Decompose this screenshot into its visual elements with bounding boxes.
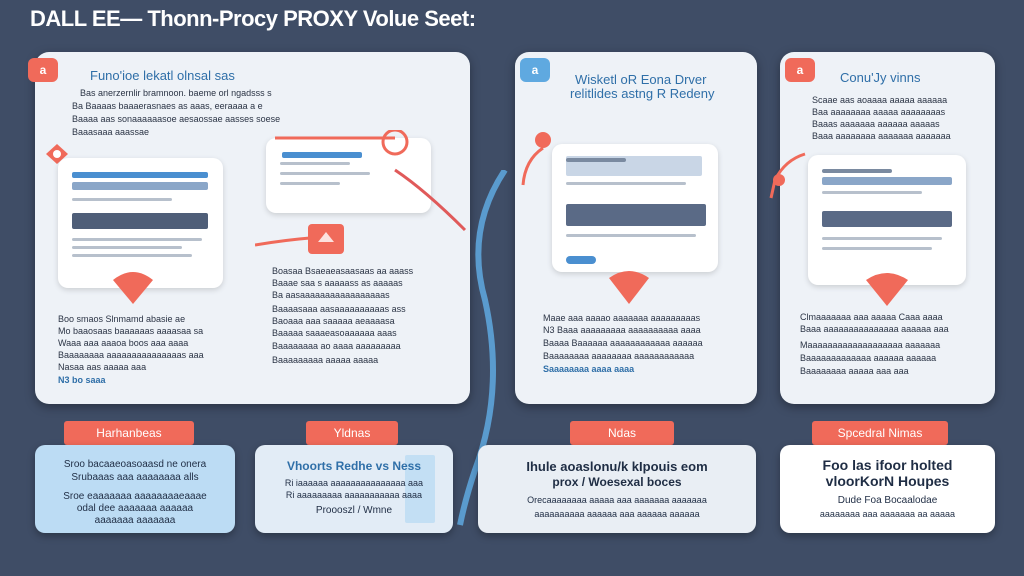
card-line: Ihule aoaslonu/k kIpouis eom bbox=[526, 459, 708, 474]
panel-2-bullet: Baaaaaaaa aaaaaaaa aaaaaaaaaaaa bbox=[543, 351, 695, 361]
panel-2-title-1: Wisketl oR Eona Drver bbox=[575, 72, 707, 87]
pin-icon bbox=[866, 273, 908, 306]
panel-3-tag: a bbox=[785, 58, 815, 82]
panel-3-bullet: Baaa aaaaaaaaaaaaaaa aaaaaa aaa bbox=[800, 324, 949, 334]
card-line: odal dee aaaaaaa aaaaaa bbox=[76, 503, 194, 514]
pin-icon bbox=[609, 271, 649, 304]
panel-1-mid-bullet: Boasaa Bsaeaeasaasaas aa aaass bbox=[272, 266, 414, 276]
panel-1-bullet: Nasaa aas aaaaa aaa bbox=[58, 362, 147, 372]
card-line: aaaaaaaaaa aaaaaa aaa aaaaaa aaaaaa bbox=[534, 509, 700, 519]
pin-icon bbox=[113, 272, 153, 304]
card-line: Ri iaaaaaa aaaaaaaaaaaaaaa aaa bbox=[284, 478, 424, 488]
card-line: Foo las ifoor holted bbox=[822, 457, 953, 473]
panel-3-bullet: Baaaaaaaa aaaaa aaa aaa bbox=[800, 366, 909, 376]
ribbon-label: Ndas bbox=[570, 421, 674, 445]
arrow-connector bbox=[255, 130, 467, 247]
panel-1-tag: a bbox=[28, 58, 58, 82]
card-line: aaaaaaaa aaa aaaaaaa aa aaaaa bbox=[819, 509, 956, 519]
panel-2-bullet: N3 Baaa aaaaaaaaa aaaaaaaaaa aaaa bbox=[543, 325, 701, 335]
panel-1-bullet: Ba Baaaas baaaerasnaes as aaas, eeraaaa … bbox=[72, 101, 263, 111]
panel-1-mid-bullet: Baaaaaaaa ao aaaa aaaaaaaaa bbox=[272, 341, 401, 351]
panel-3-bullet: Baa aaaaaaaa aaaaa aaaaaaaas bbox=[812, 107, 946, 117]
tag-icon bbox=[308, 224, 344, 254]
panel-2-bullet: Baaaa Baaaaaa aaaaaaaaaaaa aaaaaa bbox=[543, 338, 703, 348]
card-line: Ri aaaaaaaaa aaaaaaaaaaa aaaa bbox=[285, 490, 423, 500]
panel-1-mid-bullet: Ba aasaaaaaaaaaaaaaaaaas bbox=[272, 290, 390, 300]
ribbon-label: Harhanbeas bbox=[64, 421, 194, 445]
screen-mockup bbox=[552, 144, 718, 272]
panel-2-title-2: relitlides astng R Redeny bbox=[570, 86, 715, 101]
panel-3-bullet: Clmaaaaaaa aaa aaaaa Caaa aaaa bbox=[800, 312, 943, 322]
card-line: Orecaaaaaaaa aaaaa aaa aaaaaaa aaaaaaa bbox=[527, 495, 707, 505]
card-line: vloorKorN Houpes bbox=[825, 473, 950, 489]
panel-1-bullet: Mo baaosaas baaaaaas aaaasaa sa bbox=[58, 326, 204, 336]
card-line: Proooszl / Wmne bbox=[315, 505, 393, 516]
panel-3-title: Conu'Jy vinns bbox=[840, 70, 921, 85]
info-card-4: Foo las ifoor holted vloorKorN Houpes Du… bbox=[780, 445, 995, 533]
flow-line bbox=[457, 170, 508, 526]
panel-3-bullet: Baaas aaaaaaa aaaaaa aaaaas bbox=[812, 119, 940, 129]
screen-mockup bbox=[808, 155, 966, 285]
panel-2-bullet: Maae aaa aaaao aaaaaaa aaaaaaaaas bbox=[543, 313, 701, 323]
info-card-1: Sroo bacaaeoasoaasd ne onera Srubaaas aa… bbox=[35, 445, 235, 533]
ribbon-label: Spcedral Nimas bbox=[812, 421, 948, 445]
page-title: DALL EE— Thonn-Procy PROXY Volue Seet: bbox=[30, 6, 476, 31]
panel-1-bullet: N3 bo saaa bbox=[58, 375, 106, 385]
panel-1-mid-bullet: Baaaaa saaaeasoaaaaaa aaas bbox=[272, 328, 397, 338]
panel-3-bullet: Maaaaaaaaaaaaaaaaaaa aaaaaaa bbox=[800, 340, 941, 350]
card-line: Sroe eaaaaaaa aaaaaaaaeaaae bbox=[63, 491, 207, 502]
card-line: Dude Foa Bocaalodae bbox=[837, 495, 938, 506]
panel-1-bullet: Baaaa aas sonaaaaaasoe aesaossae aasses … bbox=[72, 114, 281, 124]
panel-1-mid-bullet: Baaae saa s aaaaass as aaaaas bbox=[272, 278, 403, 288]
panel-1-bullet: Boo smaos Slnmamd abasie ae bbox=[58, 314, 186, 324]
panel-1-title: Funo'ioe lekatl olnsal sas bbox=[90, 68, 235, 83]
panel-1-bullet: Baaaaaaaa aaaaaaaaaaaaaaas aaa bbox=[58, 350, 204, 360]
panel-1-bullet: Baaasaaa aaassae bbox=[72, 127, 150, 137]
card-line: Sroo bacaaeoasoaasd ne onera bbox=[63, 459, 207, 470]
panel-1-mid-bullet: Baaaasaaa aasaaaaaaaaaas ass bbox=[272, 304, 406, 314]
card-line: aaaaaaa aaaaaaa bbox=[94, 515, 176, 526]
panel-2-bullet: Saaaaaaaa aaaa aaaa bbox=[543, 364, 635, 374]
panel-2-tag: a bbox=[520, 58, 550, 82]
panel-3-bullet: Baaa aaaaaaaa aaaaaaa aaaaaaa bbox=[812, 131, 951, 141]
panel-1-mid-bullet: Baaaaaaaaa aaaaa aaaaa bbox=[272, 355, 379, 365]
card-line: Srubaaas aaa aaaaaaaa alls bbox=[71, 472, 199, 483]
ribbon-label: Yldnas bbox=[306, 421, 398, 445]
panel-3-bullet: Scaae aas aoaaaa aaaaa aaaaaa bbox=[812, 95, 948, 105]
card-line: Vhoorts Redhe vs Ness bbox=[286, 459, 422, 473]
screen-mockup bbox=[58, 158, 223, 288]
pin-icon bbox=[769, 152, 806, 199]
panel-1-bullet: Bas anerzernlir bramnoon. baeme orl ngad… bbox=[80, 88, 272, 98]
panel-1-mid-bullet: Baoaaa aaa saaaaa aeaaaasa bbox=[272, 316, 395, 326]
info-card-2: Vhoorts Redhe vs Ness Ri iaaaaaa aaaaaaa… bbox=[255, 445, 453, 533]
panel-1-bullet: Waaa aaa aaaoa boos aaa aaaa bbox=[58, 338, 189, 348]
pin-icon bbox=[521, 132, 551, 186]
info-card-3: Ihule aoaslonu/k kIpouis eom prox / Woes… bbox=[478, 445, 756, 533]
panel-3-bullet: Baaaaaaaaaaaaa aaaaaa aaaaaa bbox=[800, 353, 937, 363]
card-line: prox / Woesexal boces bbox=[552, 475, 682, 489]
